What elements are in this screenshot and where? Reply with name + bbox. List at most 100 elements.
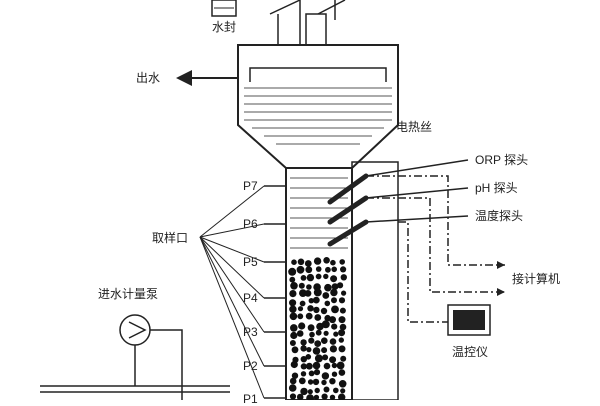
sludge-granule	[305, 312, 313, 320]
port-label-p4: P4	[243, 291, 258, 305]
sludge-granule	[339, 307, 346, 314]
sludge-granule	[298, 322, 306, 330]
sludge-granule	[289, 299, 297, 307]
sludge-granule	[297, 258, 305, 266]
sludge-granule	[313, 394, 320, 400]
sludge-granule	[312, 378, 320, 386]
sludge-granule	[307, 389, 313, 395]
sludge-granule	[329, 338, 337, 345]
sludge-granule	[291, 259, 297, 266]
sludge-granule	[309, 331, 315, 338]
sludge-granule	[290, 282, 298, 290]
sludge-granule	[300, 345, 307, 352]
sludge-granule	[338, 345, 346, 353]
sludge-granule	[321, 347, 328, 354]
sludge-granule	[300, 371, 307, 377]
sludge-granule	[338, 393, 346, 400]
sludge-granule	[340, 355, 347, 362]
ph-probe-label: pH 探头	[475, 181, 518, 195]
sludge-granule	[324, 283, 332, 292]
sludge-granule	[338, 297, 346, 304]
sludge-granule	[290, 324, 298, 332]
inflow-pump-label: 进水计量泵	[98, 287, 159, 301]
to-computer-label: 接计算机	[512, 272, 561, 286]
sludge-granule	[304, 290, 312, 297]
sludge-granule	[321, 393, 328, 400]
sludge-granule	[315, 266, 322, 272]
sludge-granule	[322, 354, 329, 361]
sludge-granule	[329, 316, 336, 324]
temp-probe-label: 温度探头	[475, 209, 524, 223]
sludge-granule	[340, 388, 346, 394]
sludge-granule	[330, 275, 338, 283]
sludge-granule	[314, 354, 323, 363]
sludge-granule	[296, 330, 304, 337]
sludge-granule	[329, 356, 337, 364]
settling-water-lines	[244, 87, 392, 145]
sludge-granule	[298, 282, 305, 289]
sludge-granule	[330, 259, 336, 266]
sludge-granule	[289, 290, 297, 298]
sludge-granule	[307, 305, 314, 312]
port-label-p7: P7	[243, 179, 258, 193]
sludge-granule	[338, 337, 344, 343]
sludge-granule	[331, 266, 338, 273]
sludge-granule	[323, 386, 330, 393]
sludge-granule	[313, 369, 321, 376]
sludge-granule	[338, 329, 346, 337]
sludge-granule	[312, 361, 321, 370]
heating-jacket	[351, 161, 399, 400]
sludge-granule	[289, 377, 297, 385]
sludge-granule	[312, 347, 321, 355]
sludge-granule	[313, 306, 320, 314]
port-ticks	[264, 185, 286, 399]
sludge-granule	[315, 329, 322, 336]
sludge-granule	[290, 360, 298, 369]
sludge-granule	[296, 393, 304, 400]
sludge-granule	[331, 371, 338, 377]
sludge-granule	[306, 284, 312, 290]
sludge-granule	[340, 266, 347, 273]
sludge-granule	[307, 324, 315, 332]
sludge-granule	[297, 306, 304, 312]
sludge-granule	[325, 266, 331, 273]
sludge-granule	[314, 340, 322, 347]
sludge-granule	[306, 347, 312, 353]
sludge-granule	[296, 265, 305, 274]
sludge-granule	[339, 323, 347, 331]
sludge-granule	[306, 394, 314, 400]
water-seal-label: 水封	[212, 20, 237, 34]
sludge-granule	[308, 298, 314, 304]
granular-sludge-bed	[288, 257, 347, 400]
sludge-granule	[333, 387, 339, 394]
sludge-granule	[289, 393, 297, 400]
sludge-granule	[313, 257, 322, 265]
sludge-granule	[333, 331, 339, 337]
sludge-granule	[288, 384, 297, 392]
sludge-granule	[305, 362, 313, 370]
sludge-granule	[315, 273, 322, 280]
sludge-granule	[331, 305, 339, 314]
sludge-granule	[290, 331, 298, 340]
sludge-granule	[299, 289, 307, 297]
sludge-granule	[305, 354, 312, 360]
sludge-granule	[323, 257, 330, 264]
sludge-granule	[288, 267, 297, 276]
sludge-granule	[300, 387, 308, 396]
sludge-granule	[320, 307, 328, 315]
sludge-granule	[306, 273, 315, 282]
sludge-granule	[314, 387, 320, 394]
sludge-granule	[300, 356, 307, 363]
sludge-granule	[304, 260, 312, 267]
sludge-granule	[329, 378, 336, 385]
sludge-granule	[331, 323, 338, 330]
inflow-pipe	[40, 329, 230, 400]
sludge-granule	[324, 300, 331, 307]
sludge-granule	[339, 259, 346, 265]
sludge-granule	[331, 297, 337, 304]
port-label-p1: P1	[243, 392, 258, 406]
sludge-granule	[308, 337, 315, 344]
sludge-granule	[322, 292, 330, 299]
sludge-granule	[341, 290, 347, 296]
sludge-granule	[331, 362, 338, 369]
